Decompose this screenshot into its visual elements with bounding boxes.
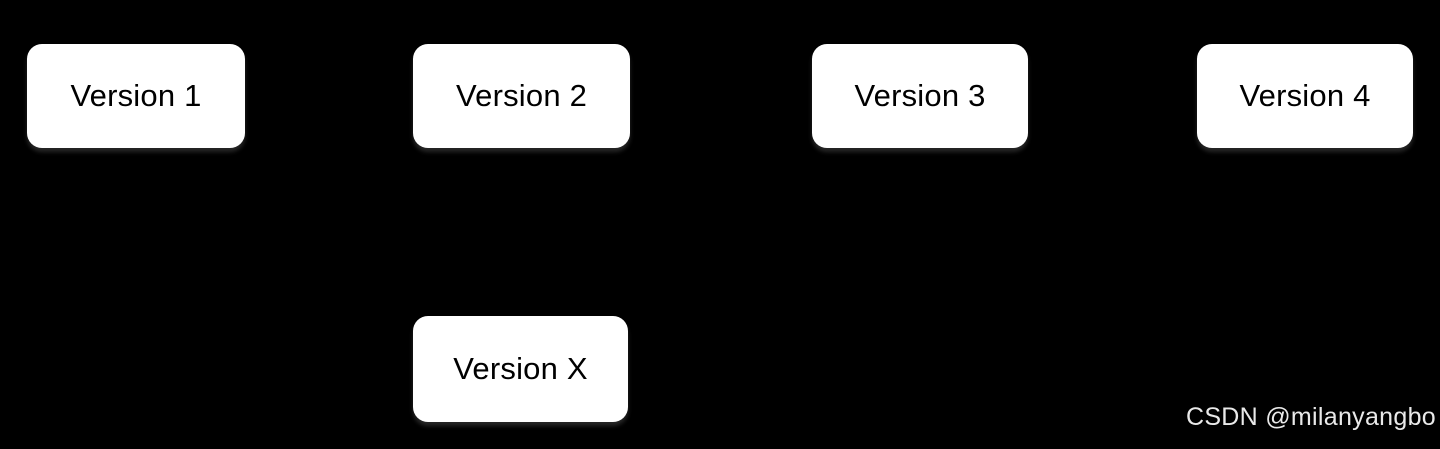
node-version-2: Version 2 xyxy=(413,44,630,148)
node-version-4-label: Version 4 xyxy=(1239,78,1371,113)
node-version-1: Version 1 xyxy=(27,44,245,148)
node-version-x-label: Version X xyxy=(453,351,588,386)
node-version-1-label: Version 1 xyxy=(70,78,202,113)
node-version-3: Version 3 xyxy=(812,44,1028,148)
node-version-4: Version 4 xyxy=(1197,44,1413,148)
watermark-text: CSDN @milanyangbo xyxy=(1185,403,1436,431)
node-version-2-label: Version 2 xyxy=(455,78,588,113)
node-version-x: Version X xyxy=(413,316,628,422)
node-version-3-label: Version 3 xyxy=(854,78,986,113)
